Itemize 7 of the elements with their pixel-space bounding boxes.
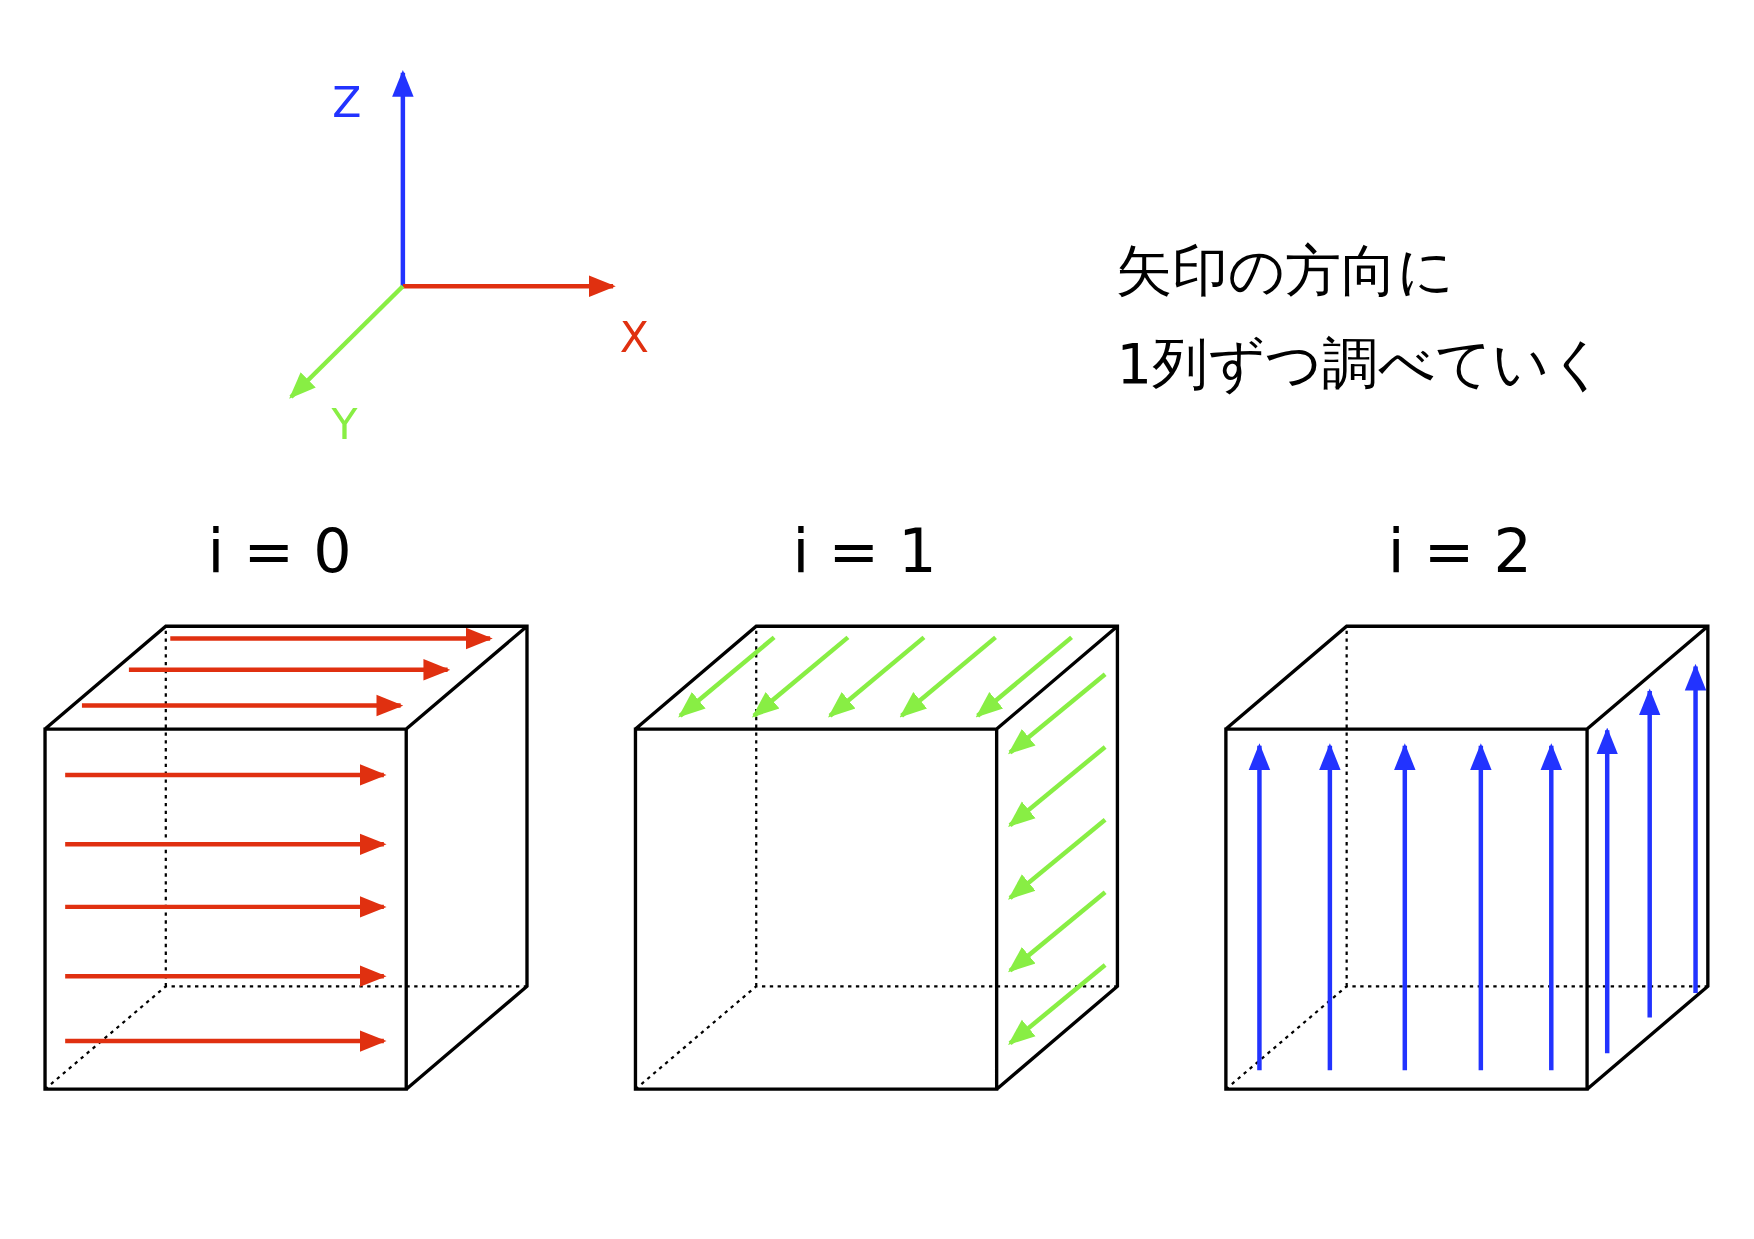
axis-label: Z (332, 81, 362, 125)
axis-label: X (619, 316, 649, 360)
axis-label: Y (331, 403, 358, 447)
note-text: 矢印の方向に (1116, 242, 1455, 299)
case-label: i = 2 (1387, 521, 1532, 582)
case-label: i = 1 (792, 521, 937, 582)
case-label: i = 0 (207, 521, 352, 582)
